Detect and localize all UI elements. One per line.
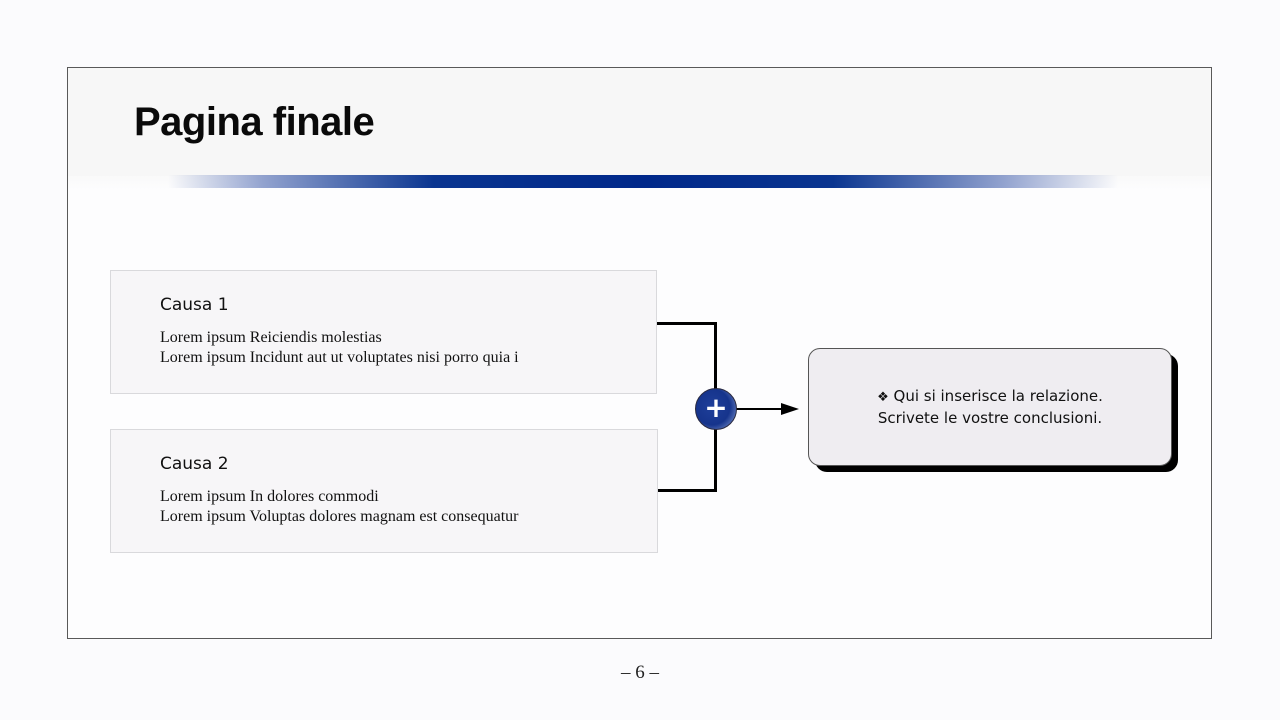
- connector-top-horizontal: [657, 322, 717, 325]
- cause-box-1: Causa 1 Lorem ipsum Reiciendis molestias…: [110, 270, 657, 394]
- result-text: Qui si inserisce la relazione.: [893, 387, 1103, 405]
- page-number: – 6 –: [621, 662, 659, 683]
- four-diamonds-icon: ❖: [877, 390, 889, 405]
- cause-line: Lorem ipsum Reiciendis molestias: [160, 329, 382, 346]
- cause-line: Lorem ipsum Incidunt aut ut voluptates n…: [160, 349, 519, 366]
- page-title: Pagina finale: [134, 100, 375, 144]
- cause-line: Lorem ipsum In dolores commodi: [160, 488, 379, 505]
- cause-title: Causa 1: [160, 295, 229, 315]
- cause-line: Lorem ipsum Voluptas dolores magnam est …: [160, 508, 519, 525]
- connector-arrow-line: [736, 408, 784, 410]
- header-band: [68, 68, 1211, 176]
- result-box: ❖ Qui si inserisce la relazione. Scrivet…: [808, 348, 1172, 466]
- cause-box-2: Causa 2 Lorem ipsum In dolores commodi L…: [110, 429, 658, 553]
- result-line-1: ❖ Qui si inserisce la relazione.: [877, 386, 1103, 408]
- plus-circle: +: [695, 388, 737, 430]
- title-accent-bar: [168, 175, 1118, 188]
- result-line-2: Scrivete le vostre conclusioni.: [877, 409, 1103, 427]
- plus-icon: +: [704, 391, 728, 424]
- connector-bottom-horizontal: [658, 489, 717, 492]
- slide: Pagina finale Causa 1 Lorem ipsum Reicie…: [67, 67, 1212, 639]
- cause-title: Causa 2: [160, 454, 229, 474]
- arrow-head-icon: [781, 403, 799, 415]
